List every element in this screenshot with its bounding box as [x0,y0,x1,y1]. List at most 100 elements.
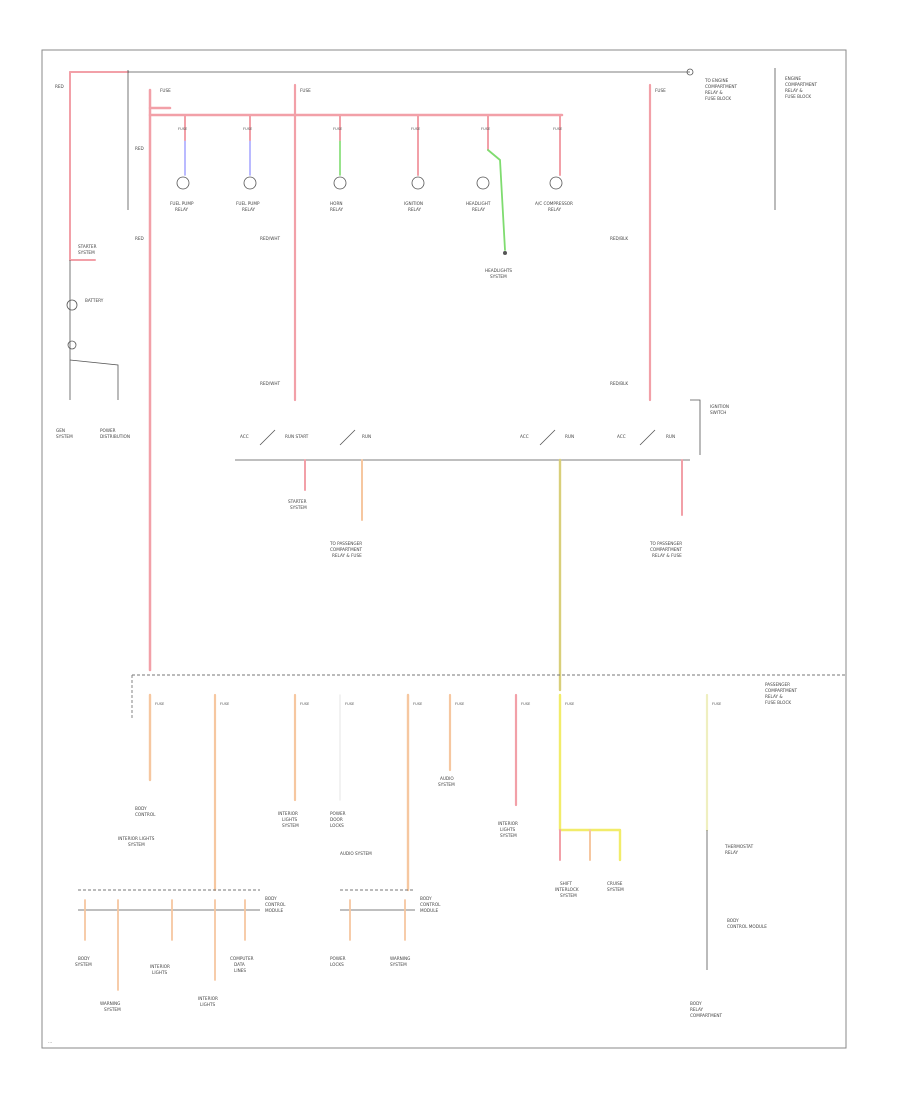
starter-output-label: STARTER [288,499,307,504]
ign-red-dest-3: RELAY & FUSE [652,553,682,558]
wire-label-center: RED/WHT [260,236,280,241]
lm-dest-1a: POWER [330,956,346,961]
dest-8d: CRUISE [607,881,623,886]
wire-label-red-1: RED [55,84,64,89]
ll-dest-1b: SYSTEM [75,962,92,967]
lower-left-block-2: CONTROL [265,902,286,907]
dest-8e: SYSTEM [607,887,624,892]
dest-9c: BODY [727,918,739,923]
svg-text:FUSE: FUSE [243,127,253,131]
dest-9f: RELAY [690,1007,704,1012]
dest-4d: AUDIO SYSTEM [340,851,372,856]
ign-contact-4 [639,429,656,446]
dest-1b: CONTROL [135,812,156,817]
starter-output-label-b: SYSTEM [290,505,307,510]
svg-text:FUSE: FUSE [155,702,165,706]
fuse-label-right: FUSE [655,88,666,93]
fuse-4-device [411,176,425,190]
lm-dest-1b: LOCKS [330,962,344,967]
dest-1a: BODY [135,806,147,811]
fuse-5-label: HEADLIGHT [466,201,491,206]
lower-mid-block-2: CONTROL [420,902,441,907]
dest-9b: RELAY [725,850,739,855]
ign-run4-label: RUN [666,434,675,439]
fuse-label-main: FUSE [160,88,171,93]
pass-block-label-3: RELAY & [765,694,783,699]
ign-contact-2 [339,429,356,446]
ll-dest-2a: WARNING [100,1001,120,1006]
lm-dest-2a: WARNING [390,956,410,961]
power-dist-label-1: POWER [100,428,116,433]
fuse-4-label-b: RELAY [408,207,422,212]
connector-symbol [686,68,694,76]
fuse-2-label-b: RELAY [242,207,256,212]
starter-branch-b [69,359,119,400]
pass-fuse-labels: FUSE FUSE FUSE FUSE FUSE FUSE FUSE FUSE … [155,702,722,706]
ign-switch-label-2: SWITCH [710,410,726,415]
block-title-1: ENGINE [785,76,801,81]
wire-label-right: RED/BLK [610,236,628,241]
fuse-5-device [476,176,490,190]
dest-3a: INTERIOR [278,811,298,816]
ign-run-label: RUN START [285,434,309,439]
ign-red-dest-1: TO PASSENGER [649,541,682,546]
wire-label-red-3: RED [135,236,144,241]
ll-dest-1a: BODY [78,956,90,961]
lower-mid-block-3: MODULE [420,908,439,913]
lower-left-block-1: BODY [265,896,277,901]
svg-text:FUSE: FUSE [413,702,423,706]
pass-block-label-4: FUSE BLOCK [765,700,791,705]
fuse-5-dest-b: SYSTEM [490,274,507,279]
pass-block-label-2: COMPARTMENT [765,688,798,693]
svg-text:FUSE: FUSE [521,702,531,706]
dest-1d: SYSTEM [128,842,145,847]
ign-acc3-label: ACC [617,434,626,439]
dest-9g: COMPARTMENT [690,1013,723,1018]
svg-text:FUSE: FUSE [565,702,575,706]
svg-text:FUSE: FUSE [712,702,722,706]
dest-1c: INTERIOR LIGHTS [118,836,155,841]
svg-text:FUSE: FUSE [345,702,355,706]
dest-6b: SYSTEM [438,782,455,787]
ll-dest-5b: DATA [234,962,245,967]
ignition-switch: ACC RUN START RUN ACC RUN ACC RUN IGNITI… [235,399,729,692]
ign-run2-label: RUN [362,434,371,439]
dest-9a: THERMOSTAT [724,844,754,849]
starter-symbol [67,340,77,350]
fuse-6-label: A/C COMPRESSOR [535,201,573,206]
ign-run3-label: RUN [565,434,574,439]
fuse-5-ground [503,251,507,255]
wire-label-right-2: RED/BLK [610,381,628,386]
starter-label-2: SYSTEM [78,250,95,255]
ign-contact-1 [259,429,276,446]
corner-code: … [48,1039,52,1044]
right-block-text-3: RELAY & [705,90,723,95]
fuse-1-label-b: RELAY [175,207,189,212]
svg-text:FUSE: FUSE [333,127,343,131]
svg-text:FUSE: FUSE [178,127,188,131]
ll-dest-2b: SYSTEM [104,1007,121,1012]
ign-orange-dest-3: RELAY & FUSE [332,553,362,558]
dest-8a: SHIFT [560,881,572,886]
wire-label-center-2: RED/WHT [260,381,280,386]
block-title-4: FUSE BLOCK [785,94,811,99]
svg-text:FUSE: FUSE [481,127,491,131]
ll-dest-4b: LIGHTS [200,1002,216,1007]
dest-7b: LIGHTS [500,827,516,832]
fuse-3-device [333,176,347,190]
ign-acc-label: ACC [240,434,249,439]
fuse-2-label: FUEL PUMP [236,201,260,206]
battery-symbol [66,299,78,311]
svg-text:FUSE: FUSE [300,702,310,706]
lower-left-block-3: MODULE [265,908,284,913]
dest-7a: INTERIOR [498,821,518,826]
right-block-text-2: COMPARTMENT [705,84,738,89]
ign-switch-label-1: IGNITION [710,404,729,409]
starter-section: STARTER SYSTEM BATTERY GEN SYSTEM POWER … [56,244,130,439]
block-title-2: COMPARTMENT [785,82,818,87]
dest-9d: CONTROL MODULE [727,924,767,929]
ll-dest-5a: COMPUTER [230,956,254,961]
fuse-1-label: FUEL PUMP [170,201,194,206]
wire-label-red-2: RED [135,146,144,151]
